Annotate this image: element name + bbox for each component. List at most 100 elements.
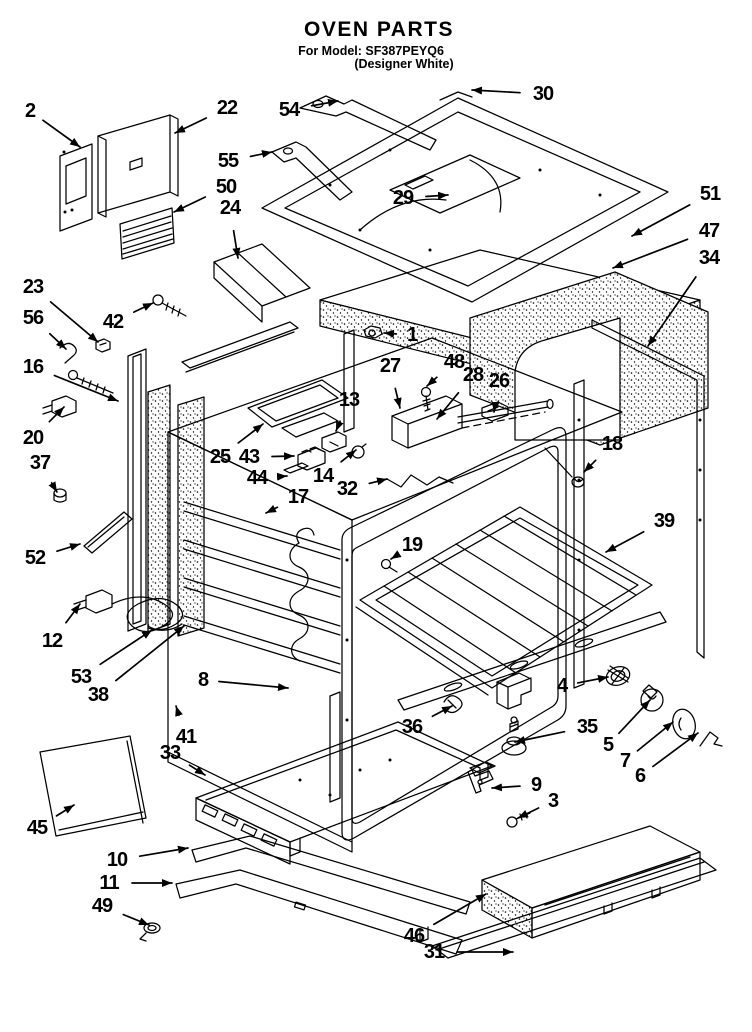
callout-label-10: 10 xyxy=(106,849,128,871)
callout-label-11: 11 xyxy=(99,872,119,894)
callout-leader-7 xyxy=(636,721,674,752)
callout-leader-42 xyxy=(132,302,154,313)
callout-label-52: 52 xyxy=(24,547,46,569)
callout-label-50: 50 xyxy=(215,176,237,198)
callout-leader-54 xyxy=(310,98,339,107)
callout-leader-lines xyxy=(42,86,699,956)
callout-leader-41 xyxy=(175,705,183,717)
callout-label-51: 51 xyxy=(699,183,721,205)
callout-leader-37 xyxy=(48,481,58,493)
callout-label-54: 54 xyxy=(278,99,300,121)
rear-access-panel xyxy=(59,114,179,232)
callout-label-18: 18 xyxy=(601,433,623,455)
manifold-screw xyxy=(420,386,432,412)
callout-label-8: 8 xyxy=(197,669,209,691)
callout-leader-46 xyxy=(433,893,487,926)
diagram-title: OVEN PARTS xyxy=(304,18,454,41)
callout-leader-56 xyxy=(48,332,67,350)
clip-23 xyxy=(95,338,111,353)
callout-label-16: 16 xyxy=(22,356,44,378)
callout-label-3: 3 xyxy=(547,790,559,812)
callout-leader-45 xyxy=(55,804,75,817)
callout-leader-22 xyxy=(174,117,208,134)
base-pan-assembly xyxy=(195,691,496,865)
callout-leader-33 xyxy=(188,764,206,776)
vent-grille xyxy=(119,207,175,260)
callout-label-26: 26 xyxy=(488,370,510,392)
callout-label-5: 5 xyxy=(602,734,614,756)
callout-leader-12 xyxy=(65,603,81,624)
callout-label-41: 41 xyxy=(175,726,197,748)
callout-label-22: 22 xyxy=(216,97,238,119)
callout-leader-34 xyxy=(647,276,697,347)
bottom-insulation-bar xyxy=(481,825,701,939)
lower-left-panel xyxy=(39,735,147,837)
callout-label-4: 4 xyxy=(556,675,568,697)
screw-18 xyxy=(544,447,585,488)
power-cord xyxy=(73,589,184,633)
callout-label-35: 35 xyxy=(576,716,598,738)
callout-label-24: 24 xyxy=(219,197,241,219)
thermostat-and-switches xyxy=(283,431,454,488)
callout-label-37: 37 xyxy=(29,452,51,474)
terminal-plug-20 xyxy=(42,395,77,418)
callout-leader-17 xyxy=(265,504,279,514)
callout-leader-3 xyxy=(517,807,540,819)
callout-label-44: 44 xyxy=(246,467,268,489)
callout-leader-30 xyxy=(471,86,521,95)
callout-leader-43 xyxy=(271,452,295,461)
callout-leader-48 xyxy=(426,376,438,387)
callout-leader-44 xyxy=(276,472,288,481)
callout-label-29: 29 xyxy=(392,187,414,209)
callout-leader-51 xyxy=(631,204,691,237)
callout-label-47: 47 xyxy=(698,220,720,242)
callout-leader-14 xyxy=(340,449,357,463)
side-insulation-wrap xyxy=(469,271,709,446)
callout-label-6: 6 xyxy=(634,765,646,787)
screw-42 xyxy=(152,294,187,317)
callout-leader-29 xyxy=(425,191,449,200)
callout-label-30: 30 xyxy=(532,83,554,105)
vent-duct xyxy=(213,243,311,323)
model-number-line: For Model: SF387PEYQ6 xyxy=(298,44,444,58)
callout-label-17: 17 xyxy=(287,486,309,508)
rear-top-rail xyxy=(181,321,299,373)
callout-leader-10 xyxy=(138,845,189,858)
callout-leader-39 xyxy=(605,530,645,553)
callout-label-48: 48 xyxy=(443,351,465,373)
callout-leader-52 xyxy=(56,543,81,553)
top-burner-box-assembly xyxy=(261,91,669,303)
callout-leader-23 xyxy=(49,301,99,343)
broil-element-squiggle xyxy=(289,527,315,662)
callout-label-49: 49 xyxy=(91,895,113,917)
callout-leader-35 xyxy=(514,730,566,744)
callout-label-23: 23 xyxy=(22,276,44,298)
cable-clip-36 xyxy=(443,695,463,714)
callout-label-20: 20 xyxy=(22,427,44,449)
callout-label-28: 28 xyxy=(462,364,484,386)
screw-19 xyxy=(380,558,398,573)
callout-label-19: 19 xyxy=(401,534,423,556)
callout-leader-28 xyxy=(436,391,460,420)
grommet-49 xyxy=(139,922,161,942)
oven-rack xyxy=(355,506,667,711)
oven-cavity-front-frame xyxy=(341,379,585,841)
nut-37 xyxy=(53,488,67,503)
callout-leader-47 xyxy=(612,238,689,269)
nut-1 xyxy=(363,325,383,339)
callout-leader-2 xyxy=(42,119,81,148)
callout-label-2: 2 xyxy=(24,100,36,122)
callout-leader-25 xyxy=(237,423,264,444)
callout-leader-49 xyxy=(122,913,150,926)
callout-label-34: 34 xyxy=(698,247,720,269)
callout-leader-18 xyxy=(583,459,597,473)
callout-label-45: 45 xyxy=(26,817,48,839)
screw-16 xyxy=(67,369,114,394)
leveling-leg xyxy=(501,716,527,756)
callout-label-42: 42 xyxy=(102,311,124,333)
callout-label-13: 13 xyxy=(338,389,360,411)
side-trim-panel xyxy=(83,511,133,554)
oven-light-assembly xyxy=(605,665,723,747)
callout-label-7: 7 xyxy=(619,750,631,772)
callout-leader-6 xyxy=(652,732,699,768)
